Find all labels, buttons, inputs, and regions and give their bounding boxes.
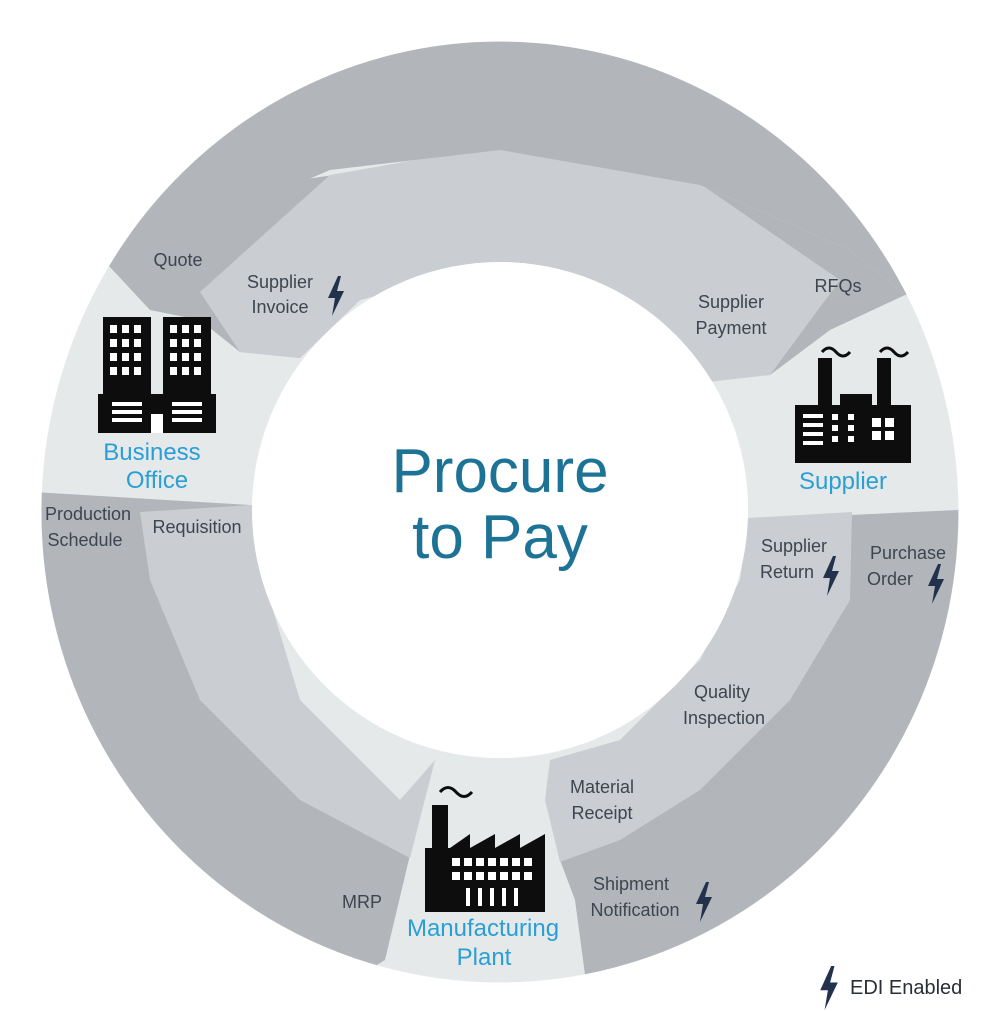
step-quality-inspection-line2: Inspection xyxy=(683,708,765,728)
step-shipment-notification: Shipment Notification xyxy=(590,874,712,922)
location-label-business-office-line2: Office xyxy=(126,467,188,494)
step-purchase-order-line1: Purchase xyxy=(870,543,946,563)
step-quality-inspection: Quality Inspection xyxy=(683,682,765,728)
step-material-receipt: Material Receipt xyxy=(570,777,634,823)
section-title-planning-line2: Scheduling xyxy=(30,936,197,971)
location-label-business-office-line1: Business xyxy=(103,439,200,466)
step-supplier-return-line2: Return xyxy=(760,562,814,582)
step-shipment-notification-line1: Shipment xyxy=(593,874,669,894)
step-rfqs: RFQs xyxy=(815,276,862,296)
location-label-supplier: Supplier xyxy=(799,468,887,495)
step-material-receipt-line2: Receipt xyxy=(571,803,632,823)
manufacturing-factory-icon xyxy=(425,786,545,912)
legend: EDI Enabled xyxy=(820,966,962,1010)
step-supplier-return: Supplier Return xyxy=(760,536,839,596)
step-quality-inspection-line1: Quality xyxy=(694,682,750,702)
step-production-schedule-line2: Schedule xyxy=(47,530,122,550)
step-supplier-payment-line2: Payment xyxy=(695,318,766,338)
step-mrp: MRP xyxy=(342,892,382,912)
step-material-receipt-line1: Material xyxy=(570,777,634,797)
step-purchase-order: Purchase Order xyxy=(867,543,946,604)
center-title-line1: Procure xyxy=(391,437,608,506)
section-title-accounting: Accounting xyxy=(415,12,586,47)
office-building-icon xyxy=(98,317,216,433)
location-label-manufacturing-plant-line1: Manufacturing xyxy=(407,915,559,942)
section-title-purchasing: Purchasing xyxy=(780,918,949,953)
step-requisition: Requisition xyxy=(152,517,241,537)
step-supplier-payment-line1: Supplier xyxy=(698,292,764,312)
purchasing-inner-band xyxy=(545,512,852,862)
location-label-manufacturing-plant-line2: Plant xyxy=(457,944,512,971)
step-production-schedule-line1: Production xyxy=(45,504,131,524)
lightning-bolt-icon xyxy=(820,966,838,1010)
center-title-line2: to Pay xyxy=(412,503,588,572)
step-shipment-notification-line2: Notification xyxy=(590,900,679,920)
center-title: Procure to Pay xyxy=(391,437,608,572)
planning-inner-band xyxy=(140,505,435,858)
step-supplier-invoice-line2: Invoice xyxy=(251,297,308,317)
ring-outer-outline xyxy=(38,38,962,986)
step-supplier-payment: Supplier Payment xyxy=(695,292,766,338)
section-title-planning-line1: Planning & xyxy=(30,898,192,933)
step-purchase-order-line2: Order xyxy=(867,569,913,589)
center-disc xyxy=(252,262,748,758)
step-supplier-return-line1: Supplier xyxy=(761,536,827,556)
step-supplier-invoice-line1: Supplier xyxy=(247,272,313,292)
supplier-factory-icon xyxy=(795,346,911,463)
legend-label: EDI Enabled xyxy=(850,977,962,999)
step-quote: Quote xyxy=(153,250,202,270)
step-production-schedule: Production Schedule xyxy=(45,504,131,550)
step-supplier-invoice: Supplier Invoice xyxy=(247,272,344,317)
